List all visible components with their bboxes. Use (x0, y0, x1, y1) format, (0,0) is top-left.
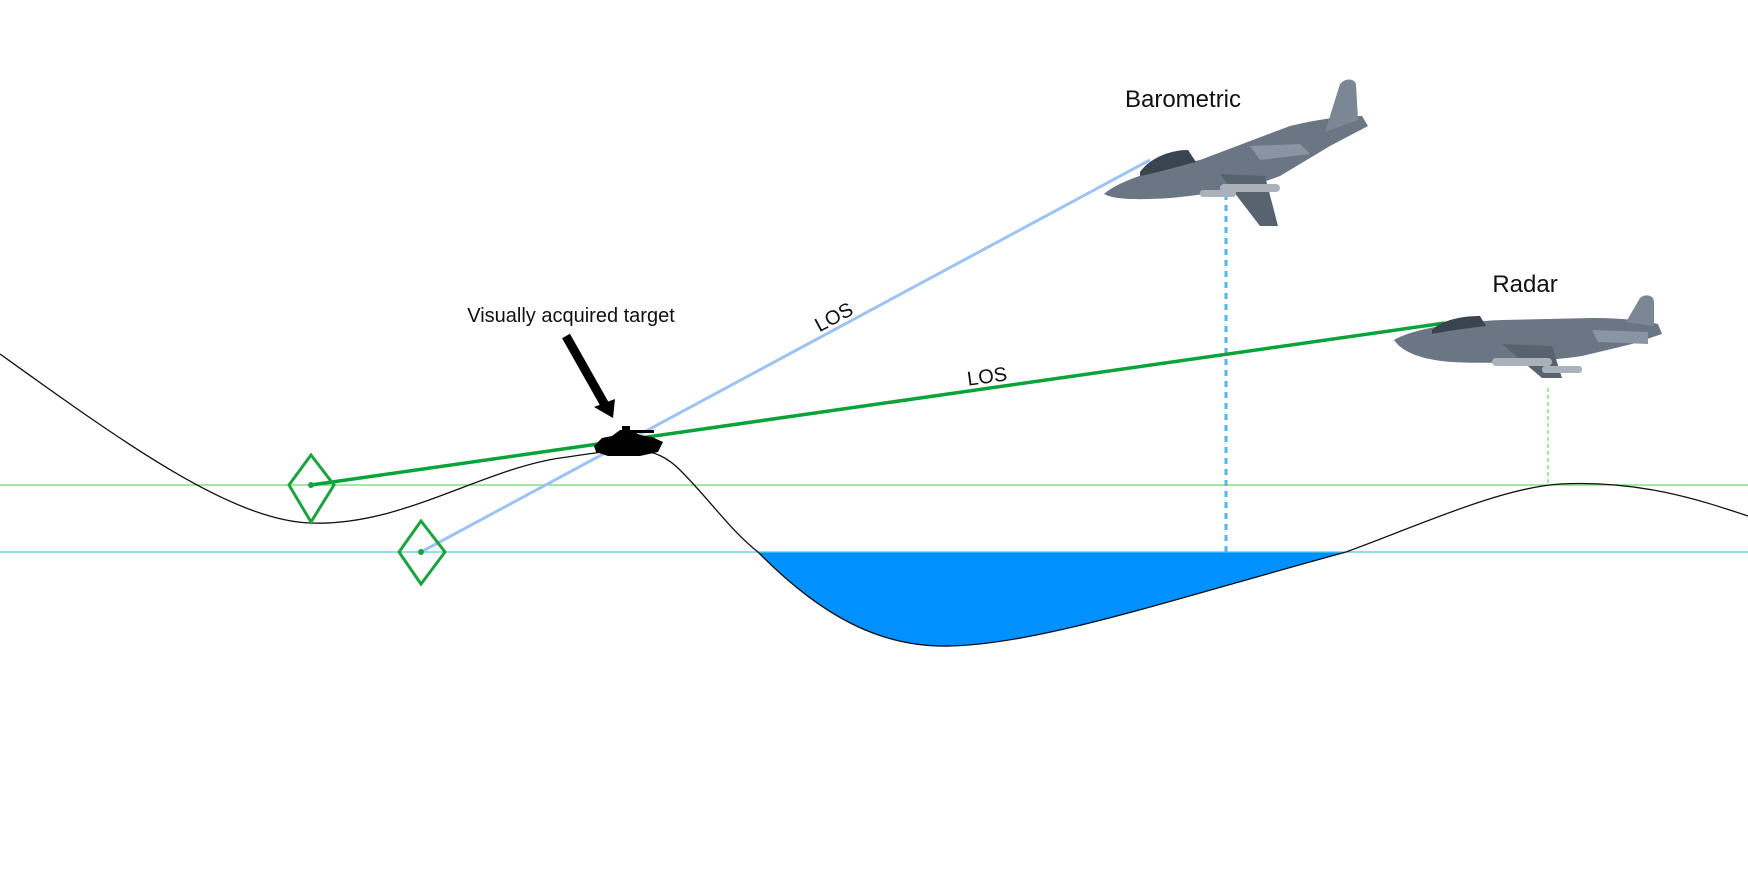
diamond-marker-icon (287, 452, 336, 525)
barometric-aircraft (1104, 79, 1368, 226)
tank-silhouette-icon (594, 426, 663, 456)
barometric-ground-marker (397, 518, 447, 587)
terrain-profile (0, 353, 1748, 647)
target-label: Visually acquired target (467, 305, 675, 327)
water-body (758, 552, 1346, 647)
jet-aircraft-icon (1104, 79, 1368, 226)
radar-los-line (310, 321, 1446, 487)
diamond-marker-icon (397, 518, 447, 587)
barometric-los-line (420, 158, 1151, 554)
marker-center-dot (418, 549, 424, 555)
radar-label: Radar (1492, 271, 1557, 298)
jet-aircraft-icon (1394, 295, 1662, 378)
arrow-icon (562, 333, 615, 418)
barometric-label: Barometric (1125, 86, 1241, 113)
radar-ground-marker (287, 452, 336, 525)
marker-center-dot (308, 482, 314, 488)
radar-aircraft (1394, 295, 1662, 378)
